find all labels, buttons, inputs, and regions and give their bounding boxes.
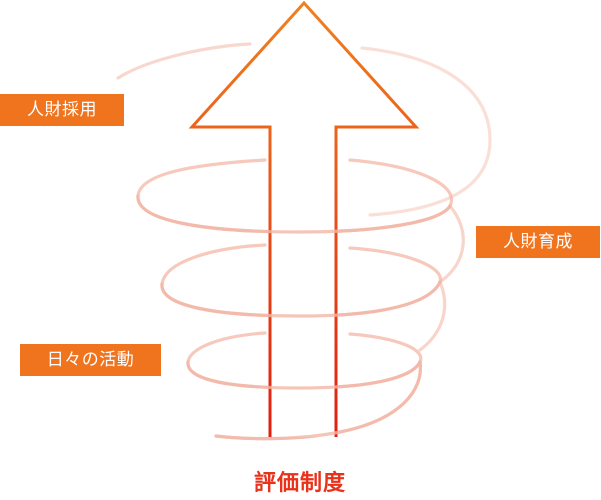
spiral-front-tail [214, 360, 423, 441]
spiral-connector-1 [438, 204, 465, 284]
label-evaluation-system: 評価制度 [253, 471, 346, 496]
spiral-front-2 [160, 280, 442, 318]
label-development: 人財育成 [476, 226, 600, 258]
spiral-front-3 [186, 360, 422, 390]
spiral-front-1 [136, 194, 452, 234]
spiral-connector-2 [418, 280, 447, 352]
label-daily-activities: 日々の活動 [20, 344, 161, 376]
spiral-top-arc [116, 42, 252, 80]
up-arrow-icon [188, 0, 420, 437]
spiral-top-arc-right [360, 46, 492, 217]
label-recruitment: 人財採用 [0, 94, 124, 126]
